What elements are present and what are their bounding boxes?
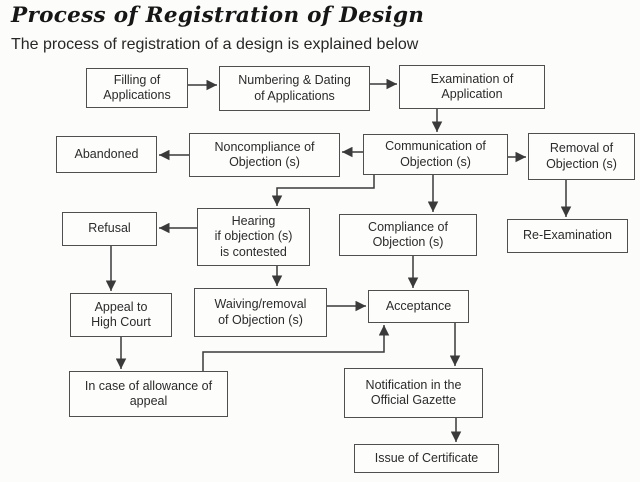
node-certificate: Issue of Certificate [354, 444, 499, 473]
node-appeal: Appeal to High Court [70, 293, 172, 337]
node-appeal-label: Appeal to High Court [91, 299, 151, 329]
node-abandoned-label: Abandoned [74, 146, 139, 161]
node-removal: Removal of Objection (s) [528, 133, 635, 180]
node-noncompliance-label: Noncompliance of Objection (s) [214, 139, 315, 169]
node-examination-label: Examination of Application [430, 71, 514, 101]
node-abandoned: Abandoned [56, 136, 157, 173]
node-filling-label: Filling of Applications [103, 72, 171, 102]
node-waiving-label: Waiving/removal of Objection (s) [214, 297, 307, 327]
node-notification-label: Notification in the Official Gazette [365, 377, 462, 407]
node-refusal: Refusal [62, 212, 157, 246]
node-reexamination-label: Re-Examination [523, 228, 612, 243]
node-communication: Communication of Objection (s) [363, 134, 508, 175]
node-hearing: Hearing if objection (s) is contested [197, 208, 310, 266]
node-reexamination: Re-Examination [507, 219, 628, 253]
node-examination: Examination of Application [399, 65, 545, 109]
node-acceptance-label: Acceptance [385, 298, 452, 313]
node-allowance: In case of allowance of appeal [69, 371, 228, 417]
node-communication-label: Communication of Objection (s) [385, 139, 486, 169]
node-waiving: Waiving/removal of Objection (s) [194, 288, 327, 337]
node-acceptance: Acceptance [368, 290, 469, 323]
node-refusal-label: Refusal [88, 221, 131, 236]
node-compliance: Compliance of Objection (s) [339, 214, 477, 256]
node-hearing-label: Hearing if objection (s) is contested [214, 214, 293, 259]
page-title: Process of Registration of Design [11, 3, 425, 28]
node-compliance-label: Compliance of Objection (s) [368, 219, 448, 249]
arrow-communication-to-hearing [271, 175, 374, 206]
node-removal-label: Removal of Objection (s) [546, 141, 617, 171]
node-numbering-label: Numbering & Dating of Applications [238, 73, 351, 103]
arrow-allowance-to-acceptance [203, 325, 390, 371]
node-numbering: Numbering & Dating of Applications [219, 66, 370, 111]
node-filling: Filling of Applications [86, 68, 188, 108]
node-notification: Notification in the Official Gazette [344, 368, 483, 418]
node-noncompliance: Noncompliance of Objection (s) [189, 133, 340, 177]
node-certificate-label: Issue of Certificate [374, 450, 479, 465]
node-allowance-label: In case of allowance of appeal [84, 378, 213, 408]
page-subtitle: The process of registration of a design … [11, 36, 419, 53]
